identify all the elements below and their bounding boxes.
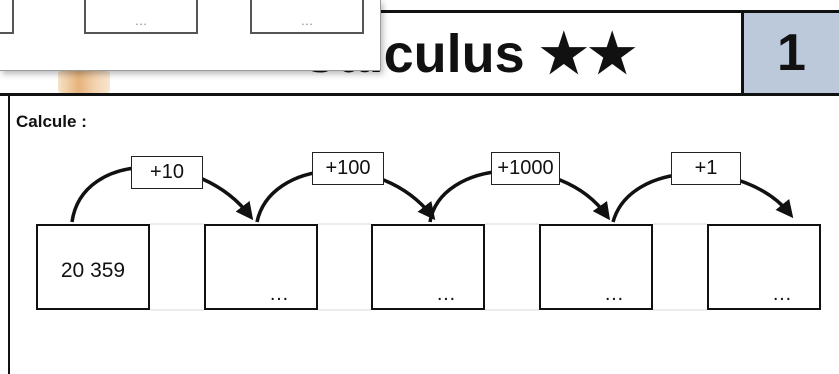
operation-tag-2: +100	[312, 152, 384, 185]
answer-placeholder: …	[604, 283, 625, 305]
worksheet-number: 1	[777, 24, 806, 82]
operation-tag-4: +1	[671, 152, 741, 185]
answer-placeholder: …	[772, 283, 793, 305]
answer-box-2[interactable]: …	[371, 224, 485, 310]
answer-placeholder: …	[269, 283, 290, 305]
answer-placeholder: …	[436, 283, 457, 305]
instruction-label: Calcule :	[16, 112, 87, 131]
answer-box-4[interactable]: …	[707, 224, 821, 310]
popup-placeholder: …	[134, 13, 148, 28]
answer-box-3[interactable]: …	[539, 224, 653, 310]
popup-box-1: …	[84, 0, 198, 34]
header-number-cell: 1	[741, 10, 839, 96]
start-value-box: 20 359	[36, 224, 150, 310]
left-margin-line	[8, 96, 10, 374]
answer-box-1[interactable]: …	[204, 224, 318, 310]
worksheet-logo	[58, 71, 110, 93]
popup-placeholder: …	[300, 13, 314, 28]
operation-tag-1: +10	[131, 156, 203, 189]
operation-tag-3: +1000	[491, 152, 560, 185]
thumbnail-popup[interactable]: … …	[0, 0, 381, 71]
popup-box-2: …	[250, 0, 364, 34]
start-value: 20 359	[60, 259, 126, 282]
popup-box-edge	[0, 0, 14, 34]
